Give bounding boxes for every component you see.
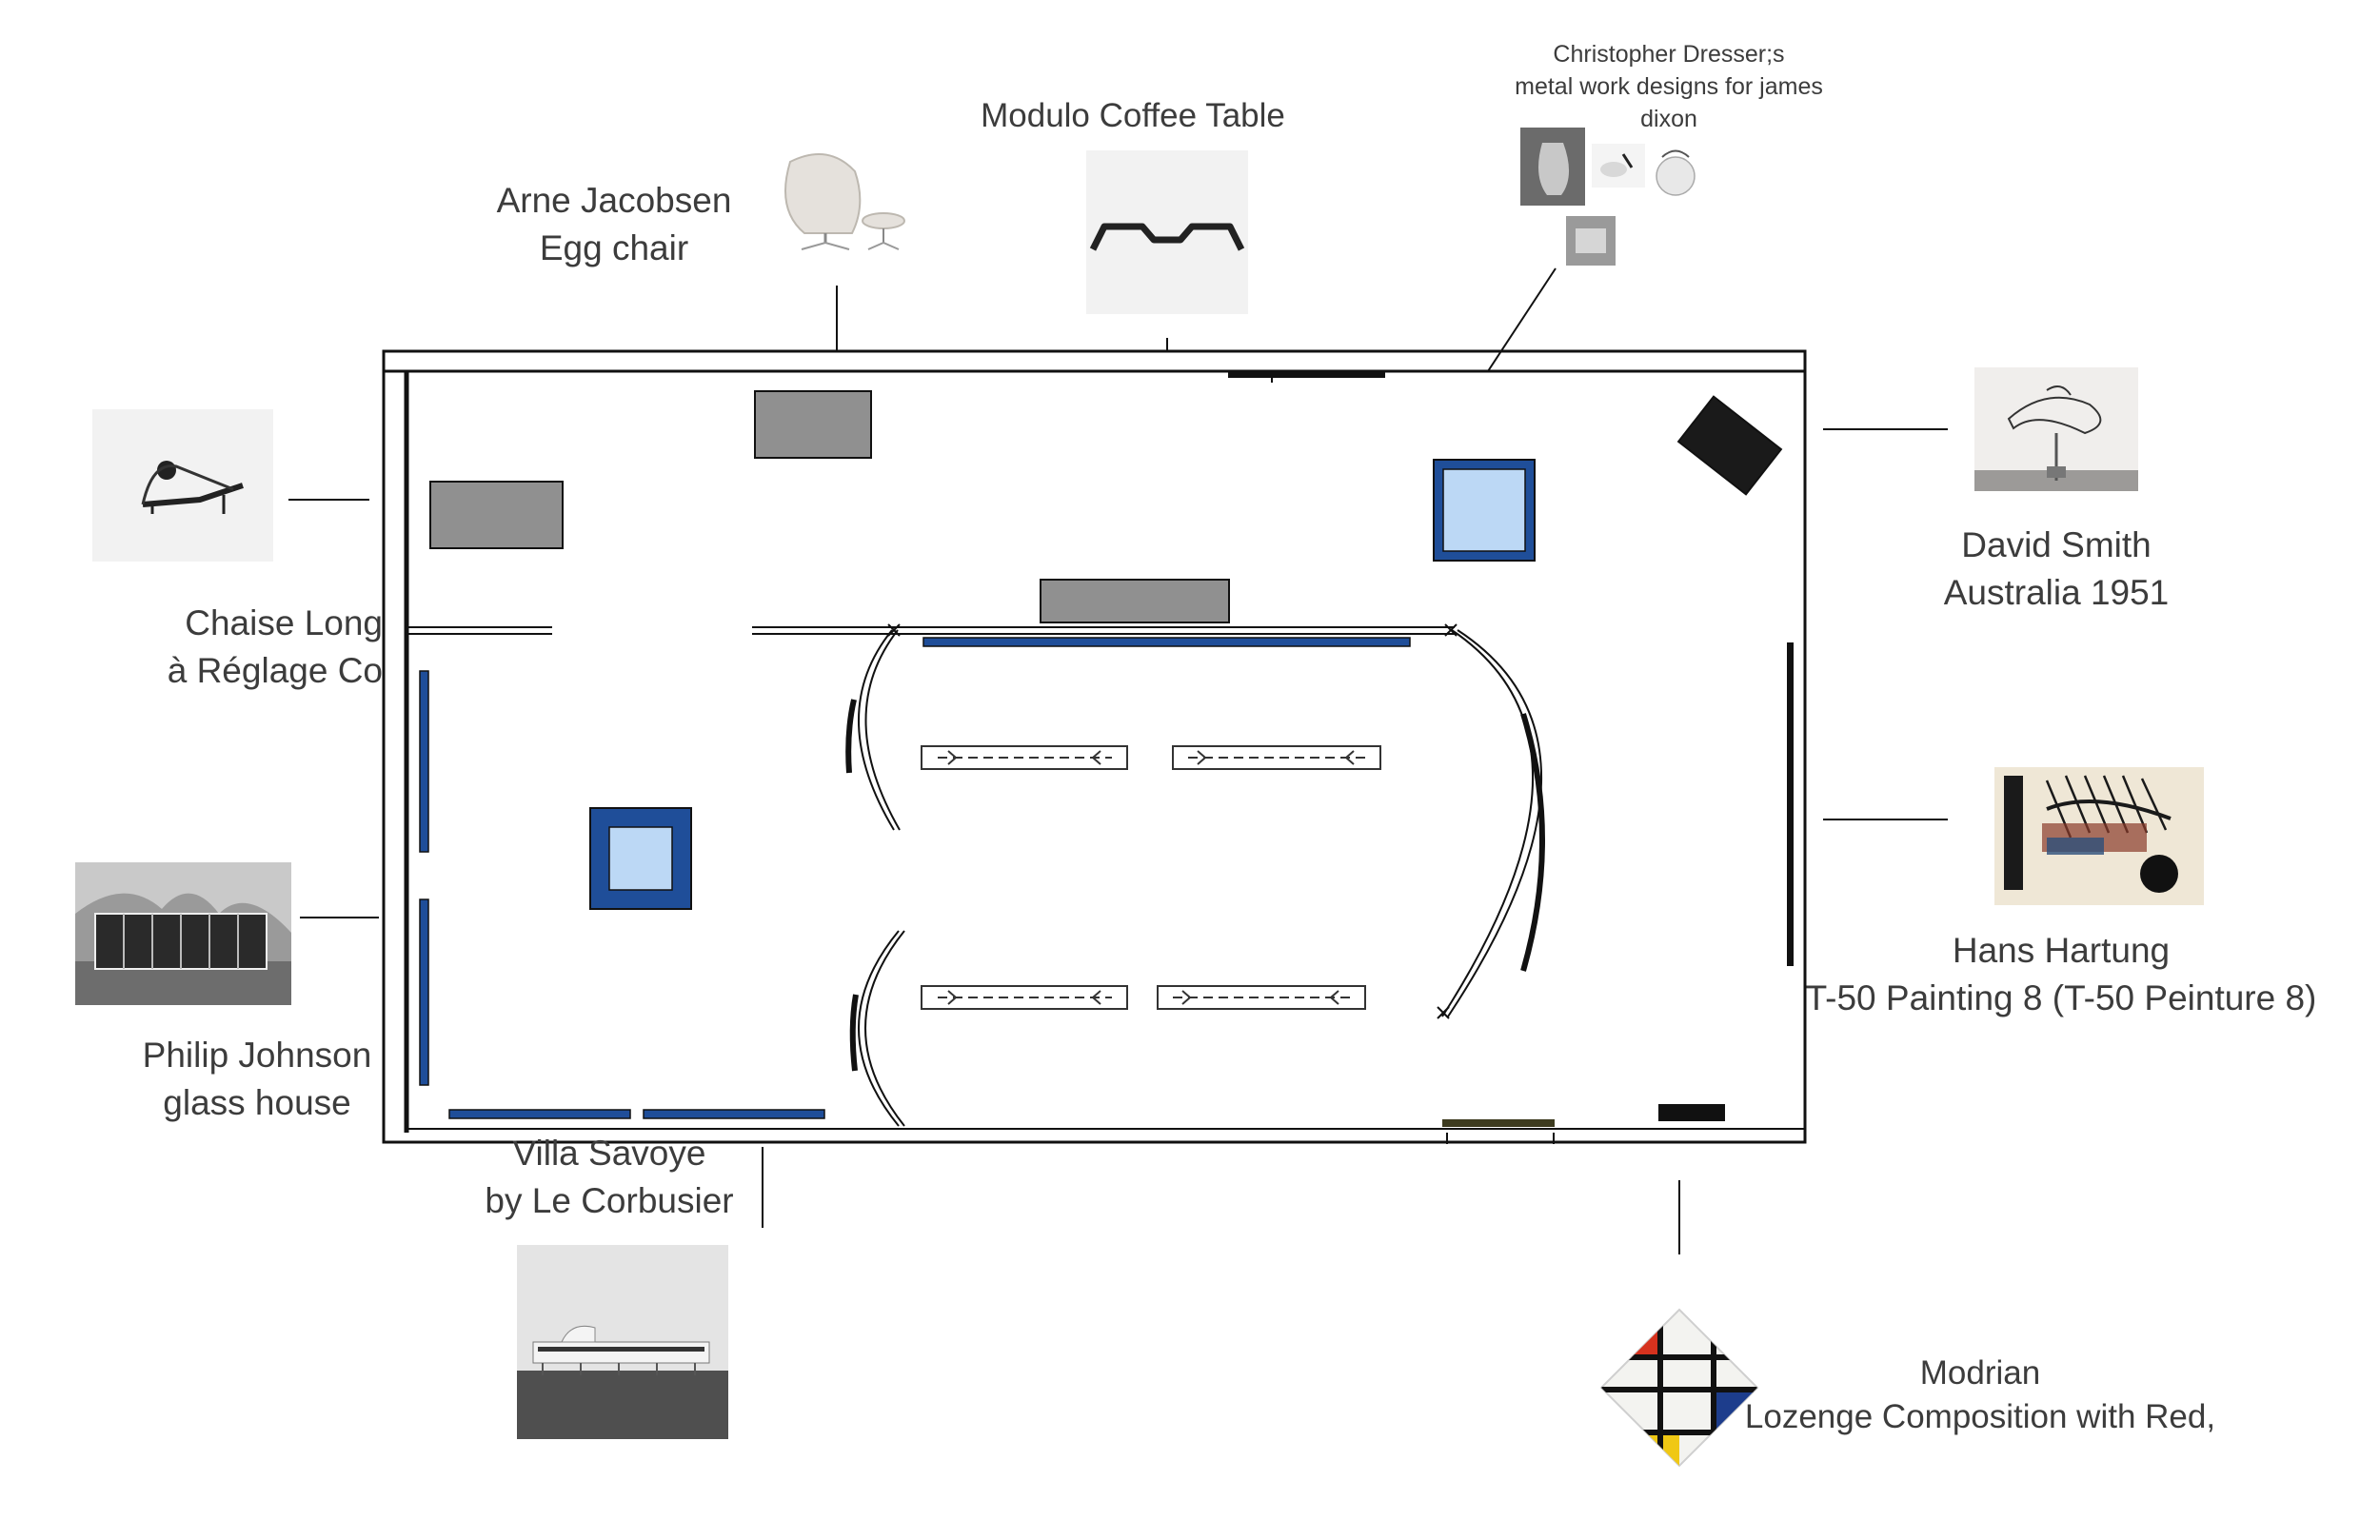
label-dresser: Christopher Dresser;s metal work designs… xyxy=(1515,41,1823,132)
olive-panel-bottom xyxy=(1442,1119,1555,1127)
grey-plinth-left xyxy=(429,481,564,549)
villa-savoye-photo xyxy=(517,1245,728,1439)
bench-3 xyxy=(921,985,1128,1010)
curve-left-lower-a xyxy=(864,930,905,1127)
black-panel-right xyxy=(1787,642,1794,966)
curve-left-lower-b xyxy=(858,930,900,1127)
curve-markers xyxy=(887,623,1458,1019)
blue-panel-left-lower xyxy=(419,898,429,1086)
curve-panel-left-lower xyxy=(849,994,859,1072)
grey-plinth-center xyxy=(1040,579,1230,623)
room-walls xyxy=(382,349,1807,1144)
curved-walls xyxy=(858,629,1543,1127)
label-modrian: Modrian Lozenge Composition with Red, xyxy=(1744,1354,2216,1435)
label-chaise: Chaise Long à Réglage Co xyxy=(167,603,383,690)
label-savoye: Villa Savoye by Le Corbusier xyxy=(485,1134,734,1220)
curve-panel-right xyxy=(1520,713,1545,972)
black-panel-top xyxy=(1228,372,1385,378)
bench-4 xyxy=(1157,985,1366,1010)
egg-chair-photo xyxy=(784,153,905,250)
glass-house-photo xyxy=(75,862,291,1005)
curve-left-upper-b xyxy=(858,629,895,831)
blue-panel-bottom-a xyxy=(448,1109,631,1119)
bench-2 xyxy=(1172,745,1381,770)
black-plinth-bottom xyxy=(1658,1104,1725,1121)
chaise-longue-photo xyxy=(92,409,273,562)
blue-plinth-top-right-inner xyxy=(1442,468,1526,552)
label-david-smith: David Smith Australia 1951 xyxy=(1943,525,2170,612)
blue-panel-bottom-b xyxy=(643,1109,825,1119)
label-modulo: Modulo Coffee Table xyxy=(981,97,1285,134)
bench-1 xyxy=(921,745,1128,770)
blue-panel-left-upper xyxy=(419,670,429,853)
grey-plinth-top xyxy=(754,390,872,459)
partition-walls xyxy=(407,626,1455,635)
grey-plinths xyxy=(429,390,1230,623)
abstract-painting xyxy=(1994,767,2204,905)
blue-panel-top-long xyxy=(922,637,1411,647)
curve-right-a xyxy=(1441,629,1535,1017)
metalwork-photos xyxy=(1520,128,1696,266)
blue-plinth-left-inner xyxy=(608,826,673,891)
outer-wall xyxy=(382,349,1807,1144)
curve-panel-left-upper xyxy=(845,699,857,774)
blue-wall-panels xyxy=(419,637,1411,1119)
label-hartung: Hans Hartung T-50 Painting 8 (T-50 Peint… xyxy=(1805,931,2317,1017)
curve-display-panels xyxy=(845,699,1545,1072)
benches xyxy=(921,745,1381,1010)
leader-lines xyxy=(288,267,1948,1254)
label-egg-chair: Arne Jacobsen Egg chair xyxy=(496,181,732,267)
black-wall-panels xyxy=(1228,372,1794,1127)
blue-plinths xyxy=(589,459,1536,910)
coffee-table-photo xyxy=(1086,150,1248,314)
label-philip-johnson: Philip Johnson glass house xyxy=(142,1036,372,1122)
black-rotated-plinth xyxy=(1676,395,1783,496)
sculpture-photo xyxy=(1974,367,2138,491)
leader-dresser xyxy=(1487,267,1557,372)
curve-left-upper-a xyxy=(864,629,901,831)
